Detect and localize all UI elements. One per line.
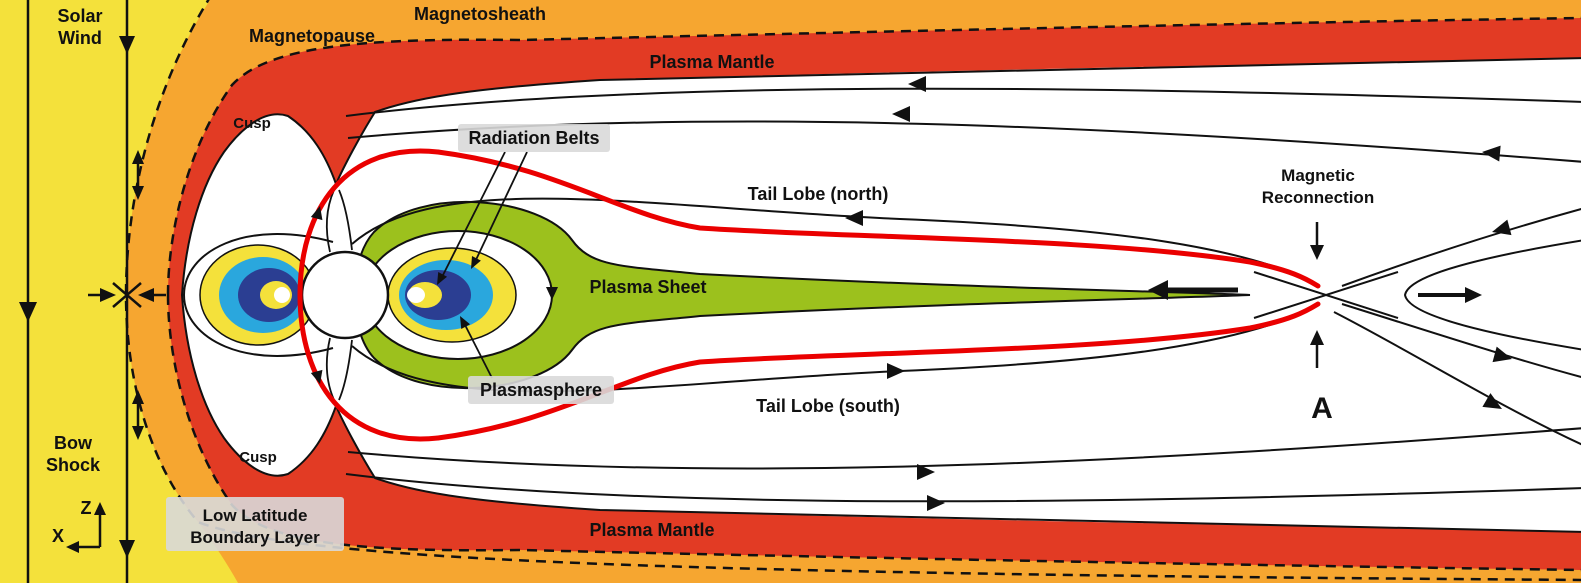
nose-x-mark bbox=[112, 282, 142, 308]
arrowhead-icon bbox=[66, 541, 79, 553]
axis-x-label: X bbox=[52, 526, 64, 546]
arrowhead-icon bbox=[1148, 280, 1168, 300]
nightside-core-gap bbox=[407, 287, 425, 303]
arrowhead-icon bbox=[460, 316, 471, 329]
cusp-line bbox=[338, 189, 353, 251]
axis-z-label: Z bbox=[81, 498, 92, 518]
plasmasphere-label: Plasmasphere bbox=[480, 380, 602, 400]
incoming-line-top bbox=[1341, 208, 1581, 287]
radiation-belts-pointer-2 bbox=[473, 151, 528, 265]
llbl-label-line2: Boundary Layer bbox=[190, 528, 320, 547]
dayside-field-loop bbox=[182, 233, 334, 357]
arrowhead-icon bbox=[1465, 287, 1482, 303]
south-lobe-line-inner bbox=[351, 308, 1313, 393]
magnetic-reconnection-label-bg bbox=[1236, 158, 1400, 216]
downtail-parabola bbox=[1403, 239, 1581, 351]
llbl-label-bg bbox=[166, 497, 344, 551]
arrowhead-icon bbox=[887, 363, 905, 379]
radiation-belts-pointer-1 bbox=[440, 151, 506, 280]
arrowhead-icon bbox=[1492, 346, 1512, 363]
arrowhead-icon bbox=[1482, 145, 1501, 162]
arrowhead-icon bbox=[1310, 330, 1324, 345]
arrowhead-icon bbox=[845, 210, 863, 226]
magnetosheath-label: Magnetosheath bbox=[414, 4, 546, 24]
arrowhead-icon bbox=[471, 256, 481, 269]
plasma-sheet-label: Plasma Sheet bbox=[589, 277, 706, 297]
arrowhead-icon bbox=[1310, 245, 1324, 260]
arrowhead-icon bbox=[1482, 393, 1502, 409]
outgoing-line-2 bbox=[1333, 311, 1581, 446]
tail-lobe-north-label: Tail Lobe (north) bbox=[748, 184, 889, 204]
arrowhead-icon bbox=[132, 426, 144, 440]
plasma-mantle-top-label: Plasma Mantle bbox=[649, 52, 774, 72]
arrowhead-icon bbox=[908, 76, 926, 92]
arrowhead-icon bbox=[1492, 219, 1512, 236]
cusp-field-lines bbox=[325, 189, 353, 401]
arrowhead-icon bbox=[138, 288, 154, 302]
label-pointers bbox=[440, 151, 528, 379]
arrowhead-icon bbox=[132, 150, 144, 164]
arrowhead-icon bbox=[119, 540, 135, 558]
bow-shock-label-line1: Bow bbox=[54, 433, 93, 453]
arrowhead-icon bbox=[892, 106, 910, 122]
cusp-line bbox=[338, 339, 353, 401]
bow-shock-label-line2: Shock bbox=[46, 455, 101, 475]
arrowhead-icon bbox=[310, 206, 323, 221]
reconnection-field-lines bbox=[1253, 208, 1581, 446]
bow-shock-line bbox=[124, 0, 1581, 582]
plasma-mantle-bottom-label: Plasma Mantle bbox=[589, 520, 714, 540]
arrowhead-icon bbox=[917, 464, 935, 480]
magnetic-reconnection-label-line1: Magnetic bbox=[1281, 166, 1355, 185]
plasmasphere-label-bg bbox=[468, 376, 614, 404]
magnetic-reconnection-label-line2: Reconnection bbox=[1262, 188, 1374, 207]
north-lobe-line-outer bbox=[345, 87, 1581, 117]
south-lobe-line-mid bbox=[347, 427, 1581, 470]
arrowhead-icon bbox=[310, 369, 323, 384]
arrowhead-icon bbox=[132, 390, 144, 404]
cusp-line bbox=[325, 337, 335, 401]
solar-wind-label-line2: Wind bbox=[58, 28, 102, 48]
arrowhead-icon bbox=[132, 186, 144, 200]
radiation-belts-label: Radiation Belts bbox=[468, 128, 599, 148]
arrowhead-icon bbox=[119, 36, 135, 54]
arrowhead-icon bbox=[100, 288, 116, 302]
x-line-2 bbox=[1253, 271, 1399, 319]
plasma-sheet-region bbox=[353, 200, 1251, 390]
tail-lobe-field-lines bbox=[345, 87, 1581, 503]
radiation-belts-label-bg bbox=[458, 124, 610, 152]
arrowheads bbox=[19, 36, 1512, 558]
highlight-north-branch bbox=[435, 149, 1321, 289]
tail-lobe-south-label: Tail Lobe (south) bbox=[756, 396, 900, 416]
plasmasphere-pointer bbox=[462, 320, 493, 379]
solar-wind-label-line1: Solar bbox=[57, 6, 102, 26]
point-a-label: A bbox=[1311, 392, 1333, 425]
highlight-dayside-loop bbox=[297, 148, 441, 442]
dayside-core-gap bbox=[274, 287, 290, 303]
magnetopause-label: Magnetopause bbox=[249, 26, 375, 46]
arrowhead-icon bbox=[927, 495, 945, 511]
llbl-label-line1: Low Latitude bbox=[203, 506, 308, 525]
earth bbox=[300, 250, 390, 340]
arrowhead-icon bbox=[546, 287, 558, 300]
arrowhead-icon bbox=[94, 502, 106, 515]
coordinate-axes: Z X bbox=[52, 498, 106, 553]
north-lobe-line-inner bbox=[351, 197, 1313, 282]
arrowhead-icon bbox=[19, 302, 37, 322]
outgoing-line-1 bbox=[1341, 303, 1581, 378]
cusp-top-label: Cusp bbox=[233, 115, 271, 132]
solar-wind-region bbox=[0, 0, 238, 583]
cusp-line bbox=[325, 189, 335, 253]
south-lobe-line-outer bbox=[345, 473, 1581, 503]
cusp-bottom-label: Cusp bbox=[239, 449, 277, 466]
